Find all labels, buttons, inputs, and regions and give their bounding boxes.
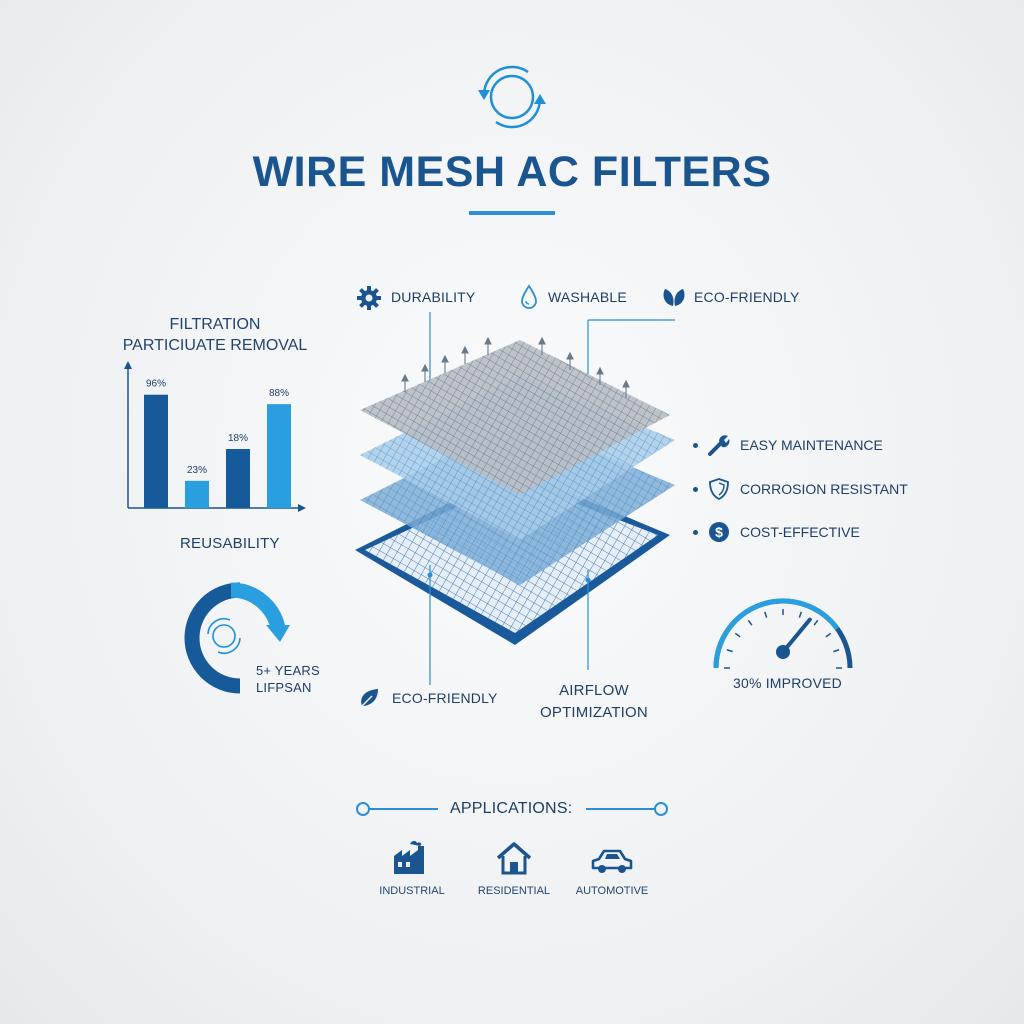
leaf-icon — [663, 289, 685, 306]
reusability-ring-icon — [184, 582, 290, 694]
gauge-level-arc — [713, 598, 840, 669]
car-icon — [591, 849, 633, 873]
airflow-gauge — [713, 598, 853, 669]
chart-title: FILTRATION PARTICIUATE REMOVAL — [100, 314, 330, 356]
gauge-tick — [726, 649, 733, 653]
water-drop-icon — [521, 284, 537, 309]
bar-label-1: 23% — [187, 465, 207, 476]
reusability-title: REUSABILITY — [180, 535, 280, 552]
application-residential: RESIDENTIAL — [477, 885, 551, 897]
title-underline — [469, 211, 555, 215]
airflow-line1: AIRFLOW — [559, 682, 629, 699]
feature-washable: WASHABLE — [548, 289, 627, 305]
bar-label-0: 96% — [146, 379, 166, 390]
dollar-icon: $ — [709, 522, 729, 542]
applications-divider-right — [586, 802, 668, 816]
feature-durability: DURABILITY — [391, 289, 476, 305]
bar-1 — [185, 480, 209, 508]
feature-corrosion-resistant: CORROSION RESISTANT — [693, 476, 908, 502]
feature-label: CORROSION RESISTANT — [740, 481, 908, 497]
house-icon — [496, 842, 532, 875]
chart-title-line2: PARTICIUATE REMOVAL — [122, 337, 308, 354]
application-industrial: INDUSTRIAL — [379, 885, 445, 897]
feature-cost-effective: $ COST-EFFECTIVE — [693, 519, 860, 545]
applications-divider-left — [356, 802, 438, 816]
gauge-tick — [798, 611, 802, 618]
cycle-arrows-icon — [478, 65, 546, 129]
mesh-layers-illustration — [355, 312, 675, 685]
applications-title: APPLICATIONS: — [450, 800, 573, 817]
gauge-tick — [813, 619, 819, 626]
gauge-tick — [747, 619, 753, 626]
gauge-label: 30% IMPROVED — [733, 675, 842, 691]
bar-0 — [144, 394, 168, 508]
feature-label: EASY MAINTENANCE — [740, 437, 883, 453]
bar-label-2: 18% — [228, 433, 248, 444]
particulate-bar-chart: 96% 23% 18% 88% — [124, 361, 306, 512]
bullet-dot — [693, 486, 698, 492]
shield-icon — [709, 478, 729, 501]
bar-2 — [226, 449, 250, 508]
lifespan-line2: LIFPSAN — [256, 680, 312, 695]
bullet-dot — [693, 529, 698, 535]
gauge-tick — [833, 649, 840, 653]
lifespan-label: 5+ YEARS LIFPSAN — [256, 662, 320, 696]
feature-eco-friendly: ECO-FRIENDLY — [694, 289, 800, 305]
bar-3 — [267, 404, 291, 508]
application-automotive: AUTOMOTIVE — [575, 885, 649, 897]
y-axis-arrow — [124, 361, 132, 369]
bullet-dot — [693, 442, 698, 448]
feature-easy-maintenance: EASY MAINTENANCE — [693, 432, 883, 458]
gauge-tick — [764, 611, 768, 618]
chart-title-line1: FILTRATION — [169, 316, 261, 333]
wrench-icon — [708, 435, 730, 456]
bar-label-3: 88% — [269, 388, 289, 399]
x-axis-arrow — [298, 504, 306, 512]
lifespan-line1: 5+ YEARS — [256, 663, 320, 678]
feature-label: COST-EFFECTIVE — [740, 524, 860, 540]
airflow-line2: OPTIMIZATION — [540, 704, 648, 721]
gauge-needle — [781, 617, 812, 654]
gauge-tick — [734, 632, 741, 638]
gear-icon — [357, 286, 381, 310]
factory-icon — [394, 840, 424, 874]
callout-airflow: AIRFLOW OPTIMIZATION — [540, 680, 648, 724]
leaf-icon — [361, 689, 378, 707]
gauge-tick — [825, 632, 832, 638]
callout-eco-friendly: ECO-FRIENDLY — [392, 690, 498, 706]
svg-text:$: $ — [715, 524, 723, 540]
page-title: WIRE MESH AC FILTERS — [252, 148, 772, 196]
